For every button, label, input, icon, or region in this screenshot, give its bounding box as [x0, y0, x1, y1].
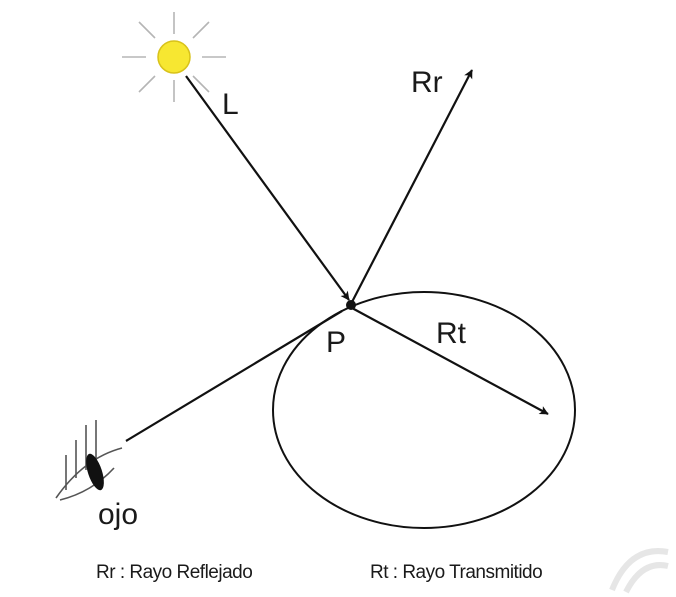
eye-ray — [125, 310, 343, 442]
transmitted-ray — [351, 307, 549, 415]
eye-label: ojo — [98, 498, 138, 531]
legend-transmitted: Rt : Rayo Transmitido — [370, 562, 542, 583]
sun-icon — [122, 12, 226, 102]
light-label: L — [222, 88, 239, 121]
sphere — [272, 291, 576, 529]
light-ray — [185, 75, 350, 301]
point-label: P — [326, 326, 346, 359]
legend-reflected: Rr : Rayo Reflejado — [96, 562, 252, 583]
intersection-point — [346, 300, 356, 310]
sun-disc — [157, 40, 191, 74]
reflected-label: Rr — [411, 66, 443, 99]
transmitted-label: Rt — [436, 317, 467, 350]
reflected-ray — [351, 69, 473, 303]
eye-icon — [55, 420, 123, 501]
watermark — [609, 548, 669, 594]
